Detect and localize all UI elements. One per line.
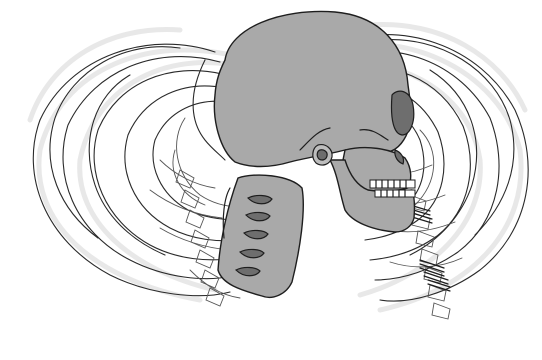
neck-vertebrae — [218, 175, 303, 297]
